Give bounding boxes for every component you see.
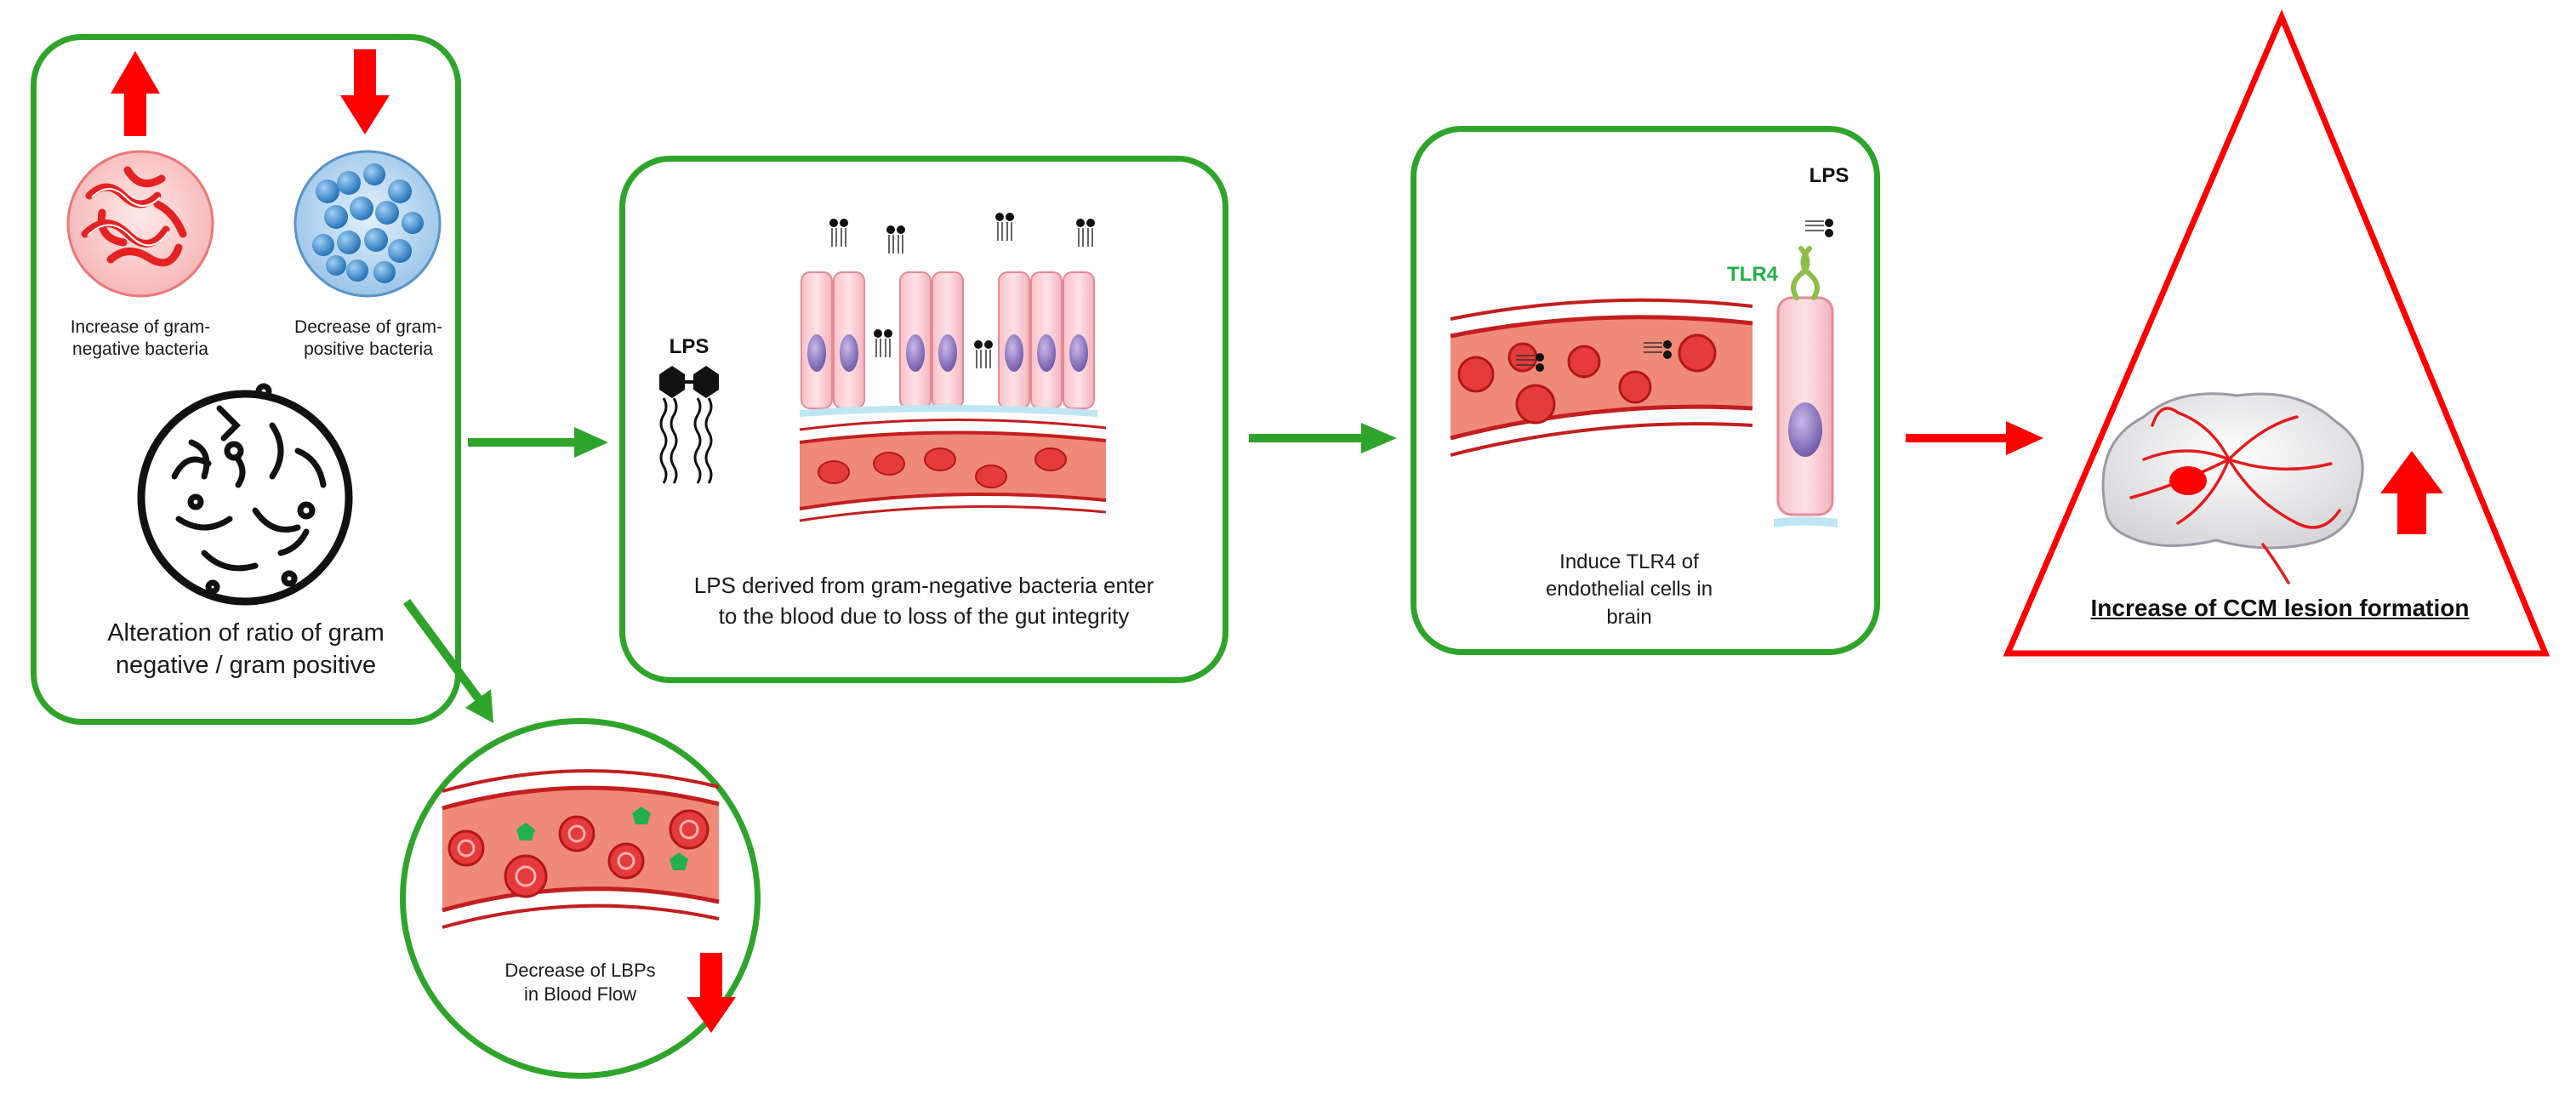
gut-epithelium-icon [800, 271, 1097, 417]
endothelial-caption: Induce TLR4 of endothelial cells in brai… [1545, 550, 1713, 629]
outcome-caption: Increase of CCM lesion formation [2090, 595, 2470, 621]
endothelial-cell-icon [1774, 296, 1838, 527]
outcome-triangle [2003, 9, 2550, 657]
arrow-to-gut-icon [468, 427, 608, 458]
gram-positive-caption: Decrease of gram- positive bacteria [294, 317, 442, 360]
ratio-caption: Alteration of ratio of gram negative / g… [107, 619, 385, 679]
lbp-blood-vessel-icon [442, 769, 720, 929]
lps-molecule-icon [659, 366, 719, 484]
gram-negative-bacteria-icon [66, 150, 214, 298]
gram-negative-caption: Increase of gram- negative bacteria [70, 317, 211, 360]
microbiome-panel [31, 34, 461, 725]
increase-arrow-icon [111, 51, 160, 136]
arrow-to-lbp-icon [402, 599, 493, 723]
gram-positive-bacteria-icon [294, 150, 442, 298]
microbiome-icon [137, 383, 353, 606]
brain-blood-vessel-icon [1450, 298, 1753, 457]
gut-caption: LPS derived from gram-negative bacteria … [693, 573, 1154, 630]
lbp-caption: Decrease of LBPs in Blood Flow [504, 960, 656, 1005]
arrow-to-outcome-icon [1906, 421, 2043, 455]
decrease-arrow-icon [340, 49, 390, 134]
ccm-increase-arrow-icon [2380, 451, 2443, 534]
tlr4-label: TLR4 [1727, 263, 1778, 286]
brain-icon [2101, 392, 2364, 584]
lbp-protein-icon [516, 806, 688, 870]
endothelial-lps-label: LPS [1809, 164, 1849, 187]
lps-particles-icon [829, 213, 1095, 368]
gut-blood-vessel-icon [799, 419, 1107, 522]
arrow-to-endothelium-icon [1249, 423, 1397, 453]
tlr4-receptor-icon [1791, 246, 1820, 300]
lps-particle-tlr4-icon [1805, 219, 1833, 237]
gut-lps-label: LPS [669, 335, 710, 358]
lbp-decrease-arrow-icon [687, 953, 736, 1033]
